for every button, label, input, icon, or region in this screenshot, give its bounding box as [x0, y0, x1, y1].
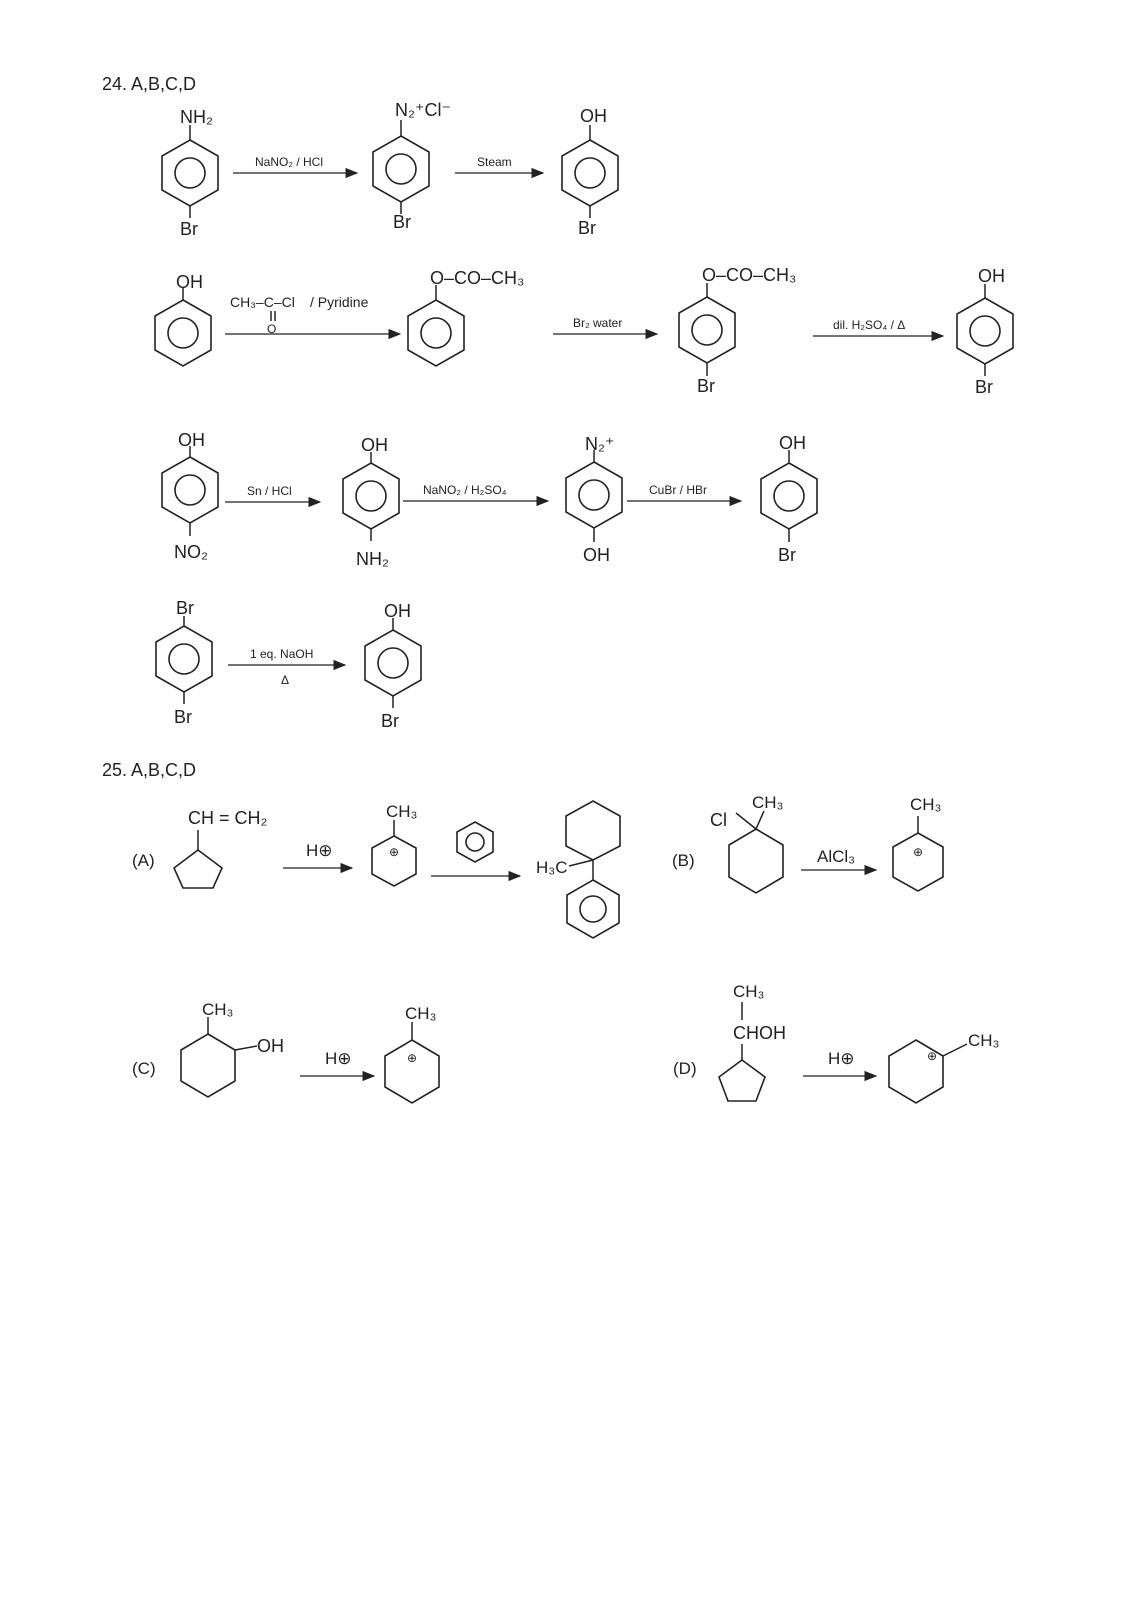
diazonium-group: N₂⁺Cl⁻ — [395, 100, 451, 120]
positive-charge: ⊕ — [913, 845, 923, 859]
methyl-group: CH₃ — [733, 982, 764, 1001]
q25-reaction-A: (A) CH = CH₂ H⊕ CH₃ ⊕ H₃C — [132, 800, 621, 939]
reagent-label: NaNO₂ / HCl — [255, 155, 323, 169]
benzene-ring — [566, 879, 620, 939]
vinyl-group: CH = CH₂ — [188, 808, 268, 828]
reagent-label: / Pyridine — [310, 294, 369, 310]
bromo-group: Br — [697, 376, 715, 396]
cyclopentane-ring — [173, 849, 223, 889]
benzene-ring — [760, 462, 818, 530]
q25-reaction-C: (C) CH₃ OH H⊕ CH₃ ⊕ — [132, 1000, 440, 1104]
benzene-ring — [155, 625, 213, 693]
methyl-group: CH₃ — [910, 795, 941, 814]
hydroxymethine-group: CHOH — [733, 1023, 786, 1043]
bromo-group: Br — [393, 212, 411, 232]
reagent-label: CuBr / HBr — [649, 483, 707, 497]
cyclohexyl-cation-ring — [371, 835, 417, 887]
bromo-group: Br — [381, 711, 399, 731]
bromo-group: Br — [180, 219, 198, 239]
cyclohexyl-cation-ring — [384, 1039, 440, 1104]
carbonyl-oxygen: O — [267, 322, 276, 336]
hydroxyl-group: OH — [384, 601, 411, 621]
bromo-group: Br — [778, 545, 796, 565]
methyl-group: CH₃ — [202, 1000, 233, 1019]
acetoxy-group: O–CO–CH₃ — [702, 265, 796, 285]
hydroxyl-group: OH — [779, 433, 806, 453]
cyclopentane-ring — [718, 1059, 766, 1102]
cyclohexane-ring — [728, 828, 784, 894]
benzene-ring — [342, 462, 400, 530]
q24-reaction-1: NH₂ Br NaNO₂ / HCl N₂⁺Cl⁻ Br Steam OH Br — [161, 100, 619, 239]
reagent-label: Steam — [477, 155, 512, 169]
benzene-ring — [372, 135, 430, 203]
positive-charge: ⊕ — [389, 845, 399, 859]
q25-reaction-B: (B) Cl CH₃ AlCl₃ CH₃ ⊕ — [672, 793, 944, 894]
hydroxyl-group: OH — [257, 1036, 284, 1056]
hydroxyl-group: OH — [978, 266, 1005, 286]
methyl-group: H₃C — [536, 858, 567, 877]
benzene-ring — [161, 139, 219, 207]
hydroxyl-group: OH — [580, 106, 607, 126]
cyclohexyl-cation-ring — [892, 832, 944, 892]
benzene-ring — [154, 299, 212, 367]
benzene-ring — [407, 299, 465, 367]
proton-reagent: H⊕ — [306, 841, 333, 860]
chloro-group: Cl — [710, 810, 727, 830]
cyclohexane-ring — [180, 1033, 236, 1098]
methyl-group: CH₃ — [405, 1004, 436, 1023]
cyclohexane-ring — [565, 800, 621, 861]
bromo-group: Br — [176, 598, 194, 618]
positive-charge: ⊕ — [407, 1051, 417, 1065]
acetyl-chloride-formula: CH₃–C–Cl — [230, 294, 295, 310]
acetoxy-group: O–CO–CH₃ — [430, 268, 524, 288]
q25-heading: 25. A,B,C,D — [102, 760, 196, 780]
positive-charge: ⊕ — [927, 1049, 937, 1063]
hydroxyl-group: OH — [361, 435, 388, 455]
hydroxyl-group: OH — [176, 272, 203, 292]
reagent-label: dil. H₂SO₄ / Δ — [833, 318, 905, 332]
q24-reaction-2: OH CH₃–C–Cl O / Pyridine O–CO–CH₃ Br₂ wa… — [154, 265, 1014, 397]
hydroxyl-group: OH — [583, 545, 610, 565]
reagent-label: Br₂ water — [573, 316, 622, 330]
reagent-label: NaNO₂ / H₂SO₄ — [423, 483, 507, 497]
amino-group: NH₂ — [180, 107, 213, 127]
benzene-ring — [161, 456, 219, 524]
reagent-label: 1 eq. NaOH — [250, 647, 313, 661]
hydroxyl-group: OH — [178, 430, 205, 450]
proton-reagent: H⊕ — [828, 1049, 855, 1068]
option-label: (B) — [672, 851, 695, 870]
nitro-group: NO₂ — [174, 542, 208, 562]
bromo-group: Br — [174, 707, 192, 727]
lewis-acid-reagent: AlCl₃ — [817, 847, 855, 866]
benzene-ring — [678, 296, 736, 364]
methyl-group: CH₃ — [968, 1031, 999, 1050]
bromo-group: Br — [578, 218, 596, 238]
diazonium-group: N₂⁺ — [585, 434, 615, 454]
methyl-group: CH₃ — [752, 793, 783, 812]
option-label: (C) — [132, 1059, 156, 1078]
reagent-label: Sn / HCl — [247, 484, 292, 498]
bromo-group: Br — [975, 377, 993, 397]
benzene-ring — [364, 629, 422, 697]
q25-reaction-D: (D) CH₃ CHOH H⊕ CH₃ ⊕ — [673, 982, 999, 1104]
methyl-group: CH₃ — [386, 802, 417, 821]
proton-reagent: H⊕ — [325, 1049, 352, 1068]
benzene-ring — [956, 297, 1014, 365]
reagent-condition: Δ — [281, 673, 289, 687]
benzene-ring — [565, 461, 623, 529]
option-label: (D) — [673, 1059, 697, 1078]
q24-heading: 24. A,B,C,D — [102, 74, 196, 94]
amino-group: NH₂ — [356, 549, 389, 569]
benzene-ring — [561, 139, 619, 207]
q24-reaction-3: OH NO₂ Sn / HCl OH NH₂ NaNO₂ / H₂SO₄ N₂⁺… — [161, 430, 818, 569]
option-label: (A) — [132, 851, 155, 870]
q24-reaction-4: Br Br 1 eq. NaOH Δ OH Br — [155, 598, 422, 731]
benzene-ring — [456, 821, 494, 863]
